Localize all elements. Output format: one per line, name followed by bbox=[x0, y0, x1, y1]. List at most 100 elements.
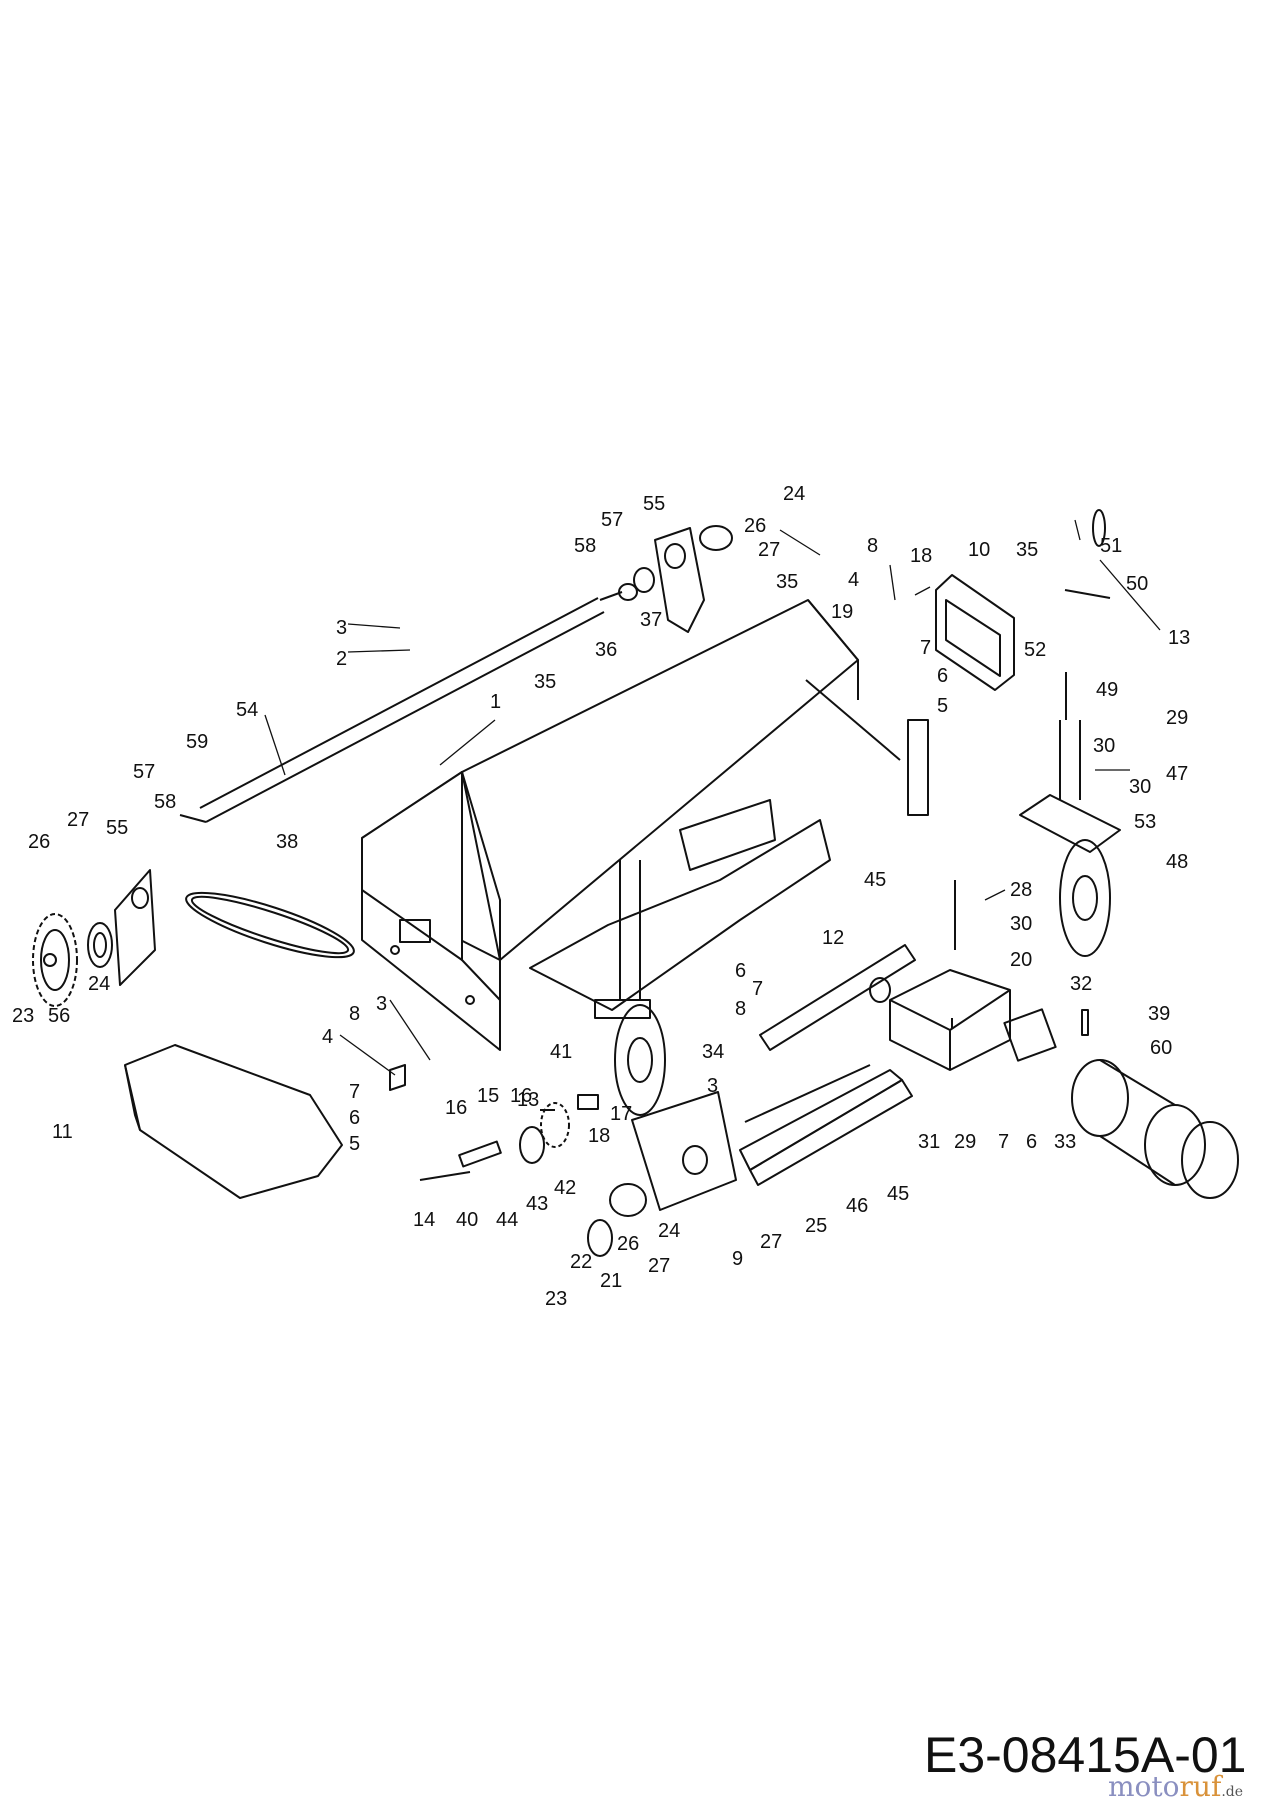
label-17: 17 bbox=[610, 1103, 632, 1125]
label-33: 33 bbox=[1054, 1131, 1076, 1153]
label-6a: 6 bbox=[937, 665, 948, 687]
label-29b: 29 bbox=[954, 1131, 976, 1153]
label-7d: 7 bbox=[998, 1131, 1009, 1153]
label-15: 15 bbox=[477, 1085, 499, 1107]
label-34: 34 bbox=[702, 1041, 724, 1063]
label-32: 32 bbox=[1070, 973, 1092, 995]
caster-wheel-right bbox=[1019, 672, 1121, 957]
label-57a: 57 bbox=[133, 761, 155, 783]
main-housing bbox=[361, 599, 859, 1051]
label-56: 56 bbox=[48, 1005, 70, 1027]
label-47: 47 bbox=[1166, 763, 1188, 785]
label-59: 59 bbox=[186, 731, 208, 753]
label-28: 28 bbox=[1010, 879, 1032, 901]
side-cover bbox=[124, 1044, 343, 1199]
label-23a: 23 bbox=[12, 1005, 34, 1027]
label-30a: 30 bbox=[1093, 735, 1115, 757]
support-arm bbox=[529, 679, 929, 1011]
frame-bracket bbox=[935, 574, 1015, 691]
label-45b: 45 bbox=[887, 1183, 909, 1205]
label-37: 37 bbox=[640, 609, 662, 631]
label-3a: 3 bbox=[336, 617, 347, 639]
label-14: 14 bbox=[413, 1209, 435, 1231]
label-44: 44 bbox=[496, 1209, 518, 1231]
label-11: 11 bbox=[52, 1121, 73, 1143]
label-26a: 26 bbox=[28, 831, 50, 853]
bracket-plate bbox=[631, 1091, 737, 1211]
label-13b: 13 bbox=[517, 1089, 539, 1111]
label-19: 19 bbox=[831, 601, 853, 623]
drawing-code: E3-08415A-01 bbox=[924, 1727, 1246, 1783]
label-35a: 35 bbox=[1016, 539, 1038, 561]
label-58b: 58 bbox=[574, 535, 596, 557]
watermark: motoruf.de bbox=[1108, 1770, 1243, 1800]
gearbox bbox=[889, 969, 1011, 1071]
caster-wheel-center bbox=[594, 860, 666, 1116]
label-18b: 18 bbox=[910, 545, 932, 567]
label-3c: 3 bbox=[707, 1075, 718, 1097]
label-35c: 35 bbox=[534, 671, 556, 693]
label-45a: 45 bbox=[864, 869, 886, 891]
label-24c: 24 bbox=[658, 1220, 680, 1242]
label-5b: 5 bbox=[349, 1133, 360, 1155]
label-16a: 16 bbox=[445, 1097, 467, 1119]
label-49: 49 bbox=[1096, 679, 1118, 701]
label-23b: 23 bbox=[545, 1288, 567, 1310]
label-24a: 24 bbox=[783, 483, 805, 505]
label-22: 22 bbox=[570, 1251, 592, 1273]
label-39: 39 bbox=[1148, 1003, 1170, 1025]
label-40: 40 bbox=[456, 1209, 478, 1231]
label-8c: 8 bbox=[735, 998, 746, 1020]
label-8b: 8 bbox=[349, 1003, 360, 1025]
label-5a: 5 bbox=[937, 695, 948, 717]
label-9: 9 bbox=[732, 1248, 743, 1270]
label-57b: 57 bbox=[601, 509, 623, 531]
label-16b: 16 bbox=[510, 1085, 532, 1107]
label-20: 20 bbox=[1010, 949, 1032, 971]
rails bbox=[739, 944, 916, 1186]
label-27c: 27 bbox=[648, 1255, 670, 1277]
pto-coupling bbox=[1071, 1059, 1239, 1199]
label-21: 21 bbox=[600, 1270, 622, 1292]
label-26c: 26 bbox=[617, 1233, 639, 1255]
label-55a: 55 bbox=[106, 817, 128, 839]
label-27a: 27 bbox=[67, 809, 89, 831]
sprocket-left bbox=[32, 913, 78, 1007]
label-43: 43 bbox=[526, 1193, 548, 1215]
label-12: 12 bbox=[822, 927, 844, 949]
label-50: 50 bbox=[1126, 573, 1148, 595]
label-27d: 27 bbox=[760, 1231, 782, 1253]
label-58a: 58 bbox=[154, 791, 176, 813]
label-53: 53 bbox=[1134, 811, 1156, 833]
label-2: 2 bbox=[336, 648, 347, 670]
label-35b: 35 bbox=[776, 571, 798, 593]
label-52: 52 bbox=[1024, 639, 1046, 661]
label-55b: 55 bbox=[643, 493, 665, 515]
label-31: 31 bbox=[918, 1131, 940, 1153]
label-29a: 29 bbox=[1166, 707, 1188, 729]
bearing-left bbox=[87, 869, 156, 986]
label-25: 25 bbox=[805, 1215, 827, 1237]
part-labels: 1 2 3 3 3 4 4 5 5 6 6 6 6 7 7 7 7 8 8 8 … bbox=[12, 483, 1190, 1310]
label-24b: 24 bbox=[88, 973, 110, 995]
label-36: 36 bbox=[595, 639, 617, 661]
label-26b: 26 bbox=[744, 515, 766, 537]
label-60: 60 bbox=[1150, 1037, 1172, 1059]
label-30c: 30 bbox=[1010, 913, 1032, 935]
label-18a: 18 bbox=[588, 1125, 610, 1147]
label-7c: 7 bbox=[752, 978, 763, 1000]
label-6b: 6 bbox=[349, 1107, 360, 1129]
leader-lines bbox=[264, 519, 1161, 1076]
label-42: 42 bbox=[554, 1177, 576, 1199]
bearing-bracket-top bbox=[618, 525, 733, 633]
label-30b: 30 bbox=[1129, 776, 1151, 798]
label-38: 38 bbox=[276, 831, 298, 853]
label-1: 1 bbox=[490, 691, 501, 713]
label-41: 41 bbox=[550, 1041, 572, 1063]
label-7b: 7 bbox=[349, 1081, 360, 1103]
belt bbox=[185, 891, 355, 959]
label-4b: 4 bbox=[322, 1026, 333, 1048]
label-46: 46 bbox=[846, 1195, 868, 1217]
